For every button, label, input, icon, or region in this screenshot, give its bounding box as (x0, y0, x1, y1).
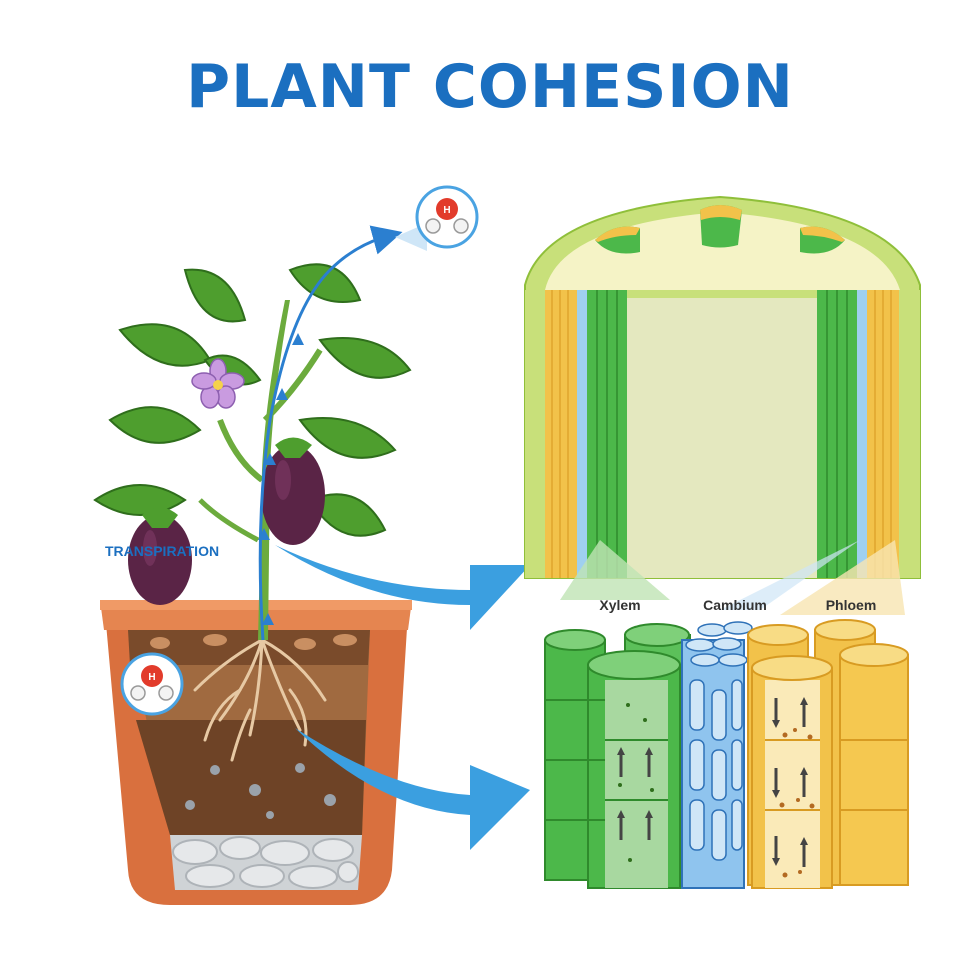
flower-icon (191, 358, 245, 409)
cambium-tissue (681, 621, 753, 889)
transpiration-label: TRANSPIRATION (105, 543, 219, 559)
transpiration-flow (258, 225, 403, 641)
flow-arrow-icon (258, 333, 304, 625)
flow-arrow-icon (772, 697, 808, 867)
phloem-tissue (747, 619, 909, 889)
page-title: PLANT COHESION (186, 52, 794, 122)
xylem-tissue (544, 623, 691, 889)
plant-leaves (93, 263, 412, 537)
xylem-label: Xylem (599, 597, 640, 613)
molecule-label-top: H (443, 205, 450, 216)
gravel-layer (172, 836, 359, 889)
zoom-arrow-lower (295, 728, 530, 850)
zoom-cones (560, 540, 905, 615)
water-molecule-icon: H (120, 652, 184, 716)
plant-pot (100, 600, 412, 905)
molecule-label-bottom: H (148, 672, 155, 683)
vascular-bundle (595, 205, 845, 254)
soil-cross-section (128, 630, 370, 890)
stem-cross-section (524, 195, 921, 579)
eggplant-icon (128, 437, 325, 605)
water-molecule-icon: H (395, 185, 479, 251)
flow-arrow-icon (617, 747, 653, 840)
plant-roots (193, 638, 327, 762)
cambium-label: Cambium (703, 597, 767, 613)
zoom-arrow-upper (275, 545, 530, 630)
phloem-label: Phloem (826, 597, 877, 613)
